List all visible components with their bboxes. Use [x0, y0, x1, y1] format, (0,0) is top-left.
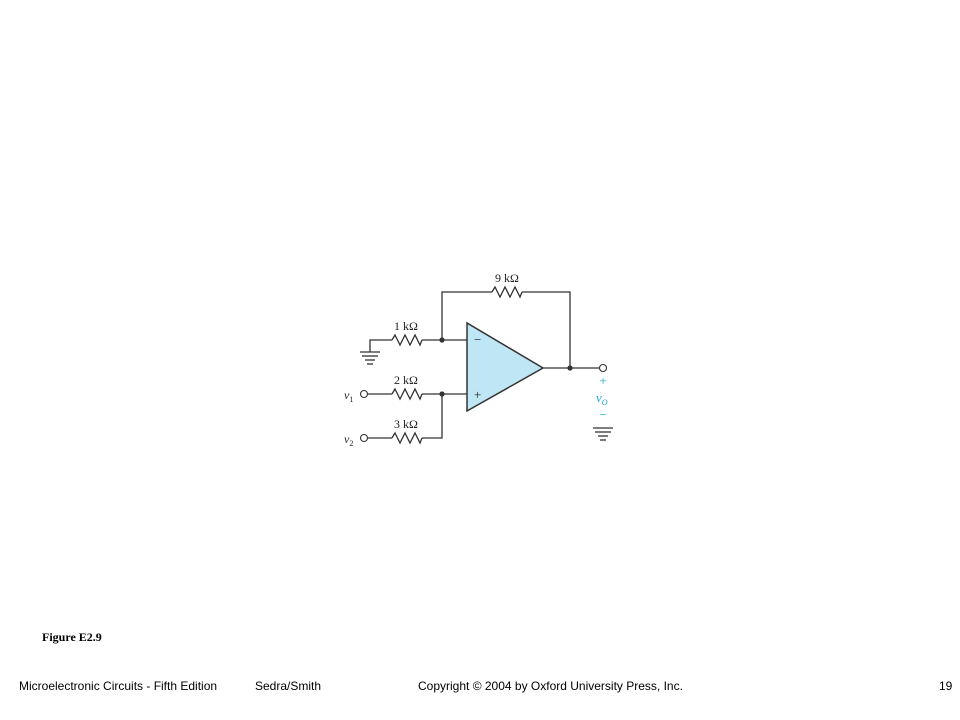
v1-terminal [359, 389, 369, 399]
figure-caption: Figure E2.9 [42, 630, 102, 644]
input-ground-icon [360, 351, 380, 365]
resistor-3k [391, 431, 423, 445]
opamp-noninverting-sign: + [474, 387, 481, 402]
junction-noninverting-node [439, 391, 445, 397]
footer-book-title: Microelectronic Circuits - Fifth Edition [19, 679, 218, 693]
output-terminal [598, 363, 608, 373]
resistor-9k [491, 285, 523, 299]
resistor-2k [391, 387, 423, 401]
v2-label: v2 [344, 432, 353, 448]
resistor-1k [391, 333, 423, 347]
label-1k: 1 kΩ [394, 319, 418, 333]
feedback-wire [441, 291, 571, 368]
output-minus-sign: − [599, 407, 606, 422]
footer-copyright: Copyright © 2004 by Oxford University Pr… [418, 679, 683, 693]
label-2k: 2 kΩ [394, 373, 418, 387]
label-9k: 9 kΩ [495, 271, 519, 285]
label-3k: 3 kΩ [394, 417, 418, 431]
opamp-inverting-sign: − [474, 332, 481, 347]
v2-terminal [359, 433, 369, 443]
output-ground-icon [593, 427, 613, 441]
opamp-triangle [466, 321, 545, 413]
footer-authors: Sedra/Smith [255, 679, 322, 693]
output-vo-label: vO [596, 390, 608, 407]
footer-page-number: 19 [939, 679, 953, 693]
junction-inverting-node [439, 337, 445, 343]
junction-output-node [567, 365, 573, 371]
output-plus-sign: + [599, 373, 606, 388]
v2-input-wire [368, 394, 443, 439]
v1-label: v1 [344, 388, 353, 404]
